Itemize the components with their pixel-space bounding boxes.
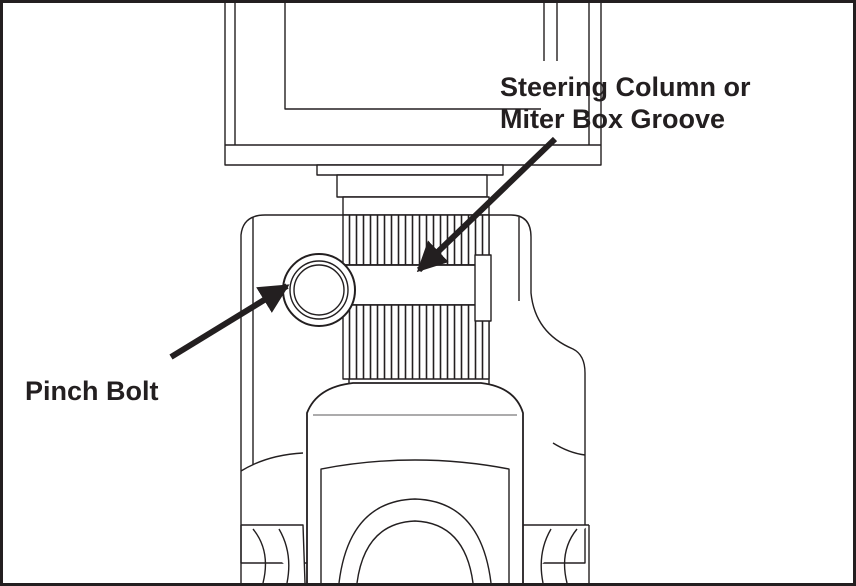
groove-leader-arrow bbox=[416, 136, 558, 273]
steering-shaft-drawing bbox=[169, 3, 602, 583]
splined-shaft bbox=[342, 196, 492, 380]
pinch-bolt-leader-arrow bbox=[169, 283, 290, 360]
universal-joint bbox=[240, 382, 590, 583]
pinch-bolt-label: Pinch Bolt bbox=[25, 376, 159, 406]
groove-callout: Steering Column or Miter Box Groove bbox=[500, 71, 751, 135]
pinch-bolt-head bbox=[282, 253, 356, 327]
groove-label-line2: Miter Box Groove bbox=[500, 104, 726, 134]
groove-label-line1: Steering Column or bbox=[500, 72, 751, 102]
steering-column-housing bbox=[224, 3, 602, 198]
